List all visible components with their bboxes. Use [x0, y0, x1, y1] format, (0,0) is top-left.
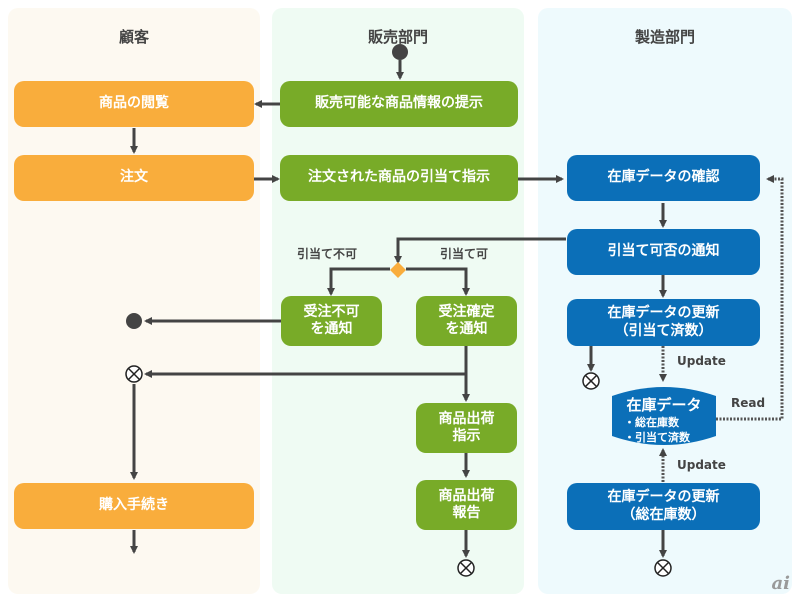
flow-end-icon	[125, 365, 143, 383]
flow-end-icon	[654, 559, 672, 577]
flow-end-icon	[582, 372, 600, 390]
label-update-1: Update	[677, 354, 726, 368]
datastore-item: ・引当て済数	[624, 431, 690, 444]
node-notify-reject[interactable]: 受注不可 を通知	[281, 296, 382, 346]
dotted-read	[716, 175, 784, 421]
label-update-2: Update	[677, 458, 726, 472]
label-not-allocatable: 引当て不可	[297, 247, 358, 261]
label-allocatable: 引当て可	[440, 247, 489, 261]
datastore-title: 在庫データ	[626, 396, 702, 414]
arrow-decision-to-confirm	[406, 267, 470, 296]
arrow-notify-to-decision	[394, 237, 566, 264]
label-read: Read	[731, 396, 766, 410]
lane-title-customer: 顧客	[118, 28, 149, 46]
datastore-item: ・総在庫数	[624, 416, 679, 429]
node-purchase[interactable]: 購入手続き	[14, 483, 254, 529]
node-check-stock[interactable]: 在庫データの確認	[567, 155, 760, 201]
node-present[interactable]: 販売可能な商品情報の提示	[280, 81, 518, 127]
flow-end-icon	[457, 559, 475, 577]
node-update-total[interactable]: 在庫データの更新 （総在庫数）	[567, 483, 760, 530]
node-ship-report[interactable]: 商品出荷 報告	[416, 480, 517, 530]
datastore-shape	[612, 387, 716, 445]
node-update-allocated[interactable]: 在庫データの更新 （引当て済数）	[567, 299, 760, 346]
node-notify-confirm[interactable]: 受注確定 を通知	[416, 296, 517, 346]
initial-node-icon	[392, 44, 408, 60]
node-ship-instruct[interactable]: 商品出荷 指示	[416, 403, 517, 453]
node-allocate-instruct[interactable]: 注文された商品の引当て指示	[280, 155, 518, 201]
node-browse[interactable]: 商品の閲覧	[14, 81, 254, 127]
final-node-icon	[126, 313, 142, 329]
lane-title-sales: 販売部門	[367, 28, 428, 46]
decision-diamond-icon	[390, 262, 406, 278]
node-order[interactable]: 注文	[14, 155, 254, 201]
logo: ai	[771, 573, 790, 594]
arrow-decision-to-reject	[327, 267, 390, 296]
lane-title-manufacturing: 製造部門	[634, 28, 695, 46]
datastore-inventory[interactable]: 在庫データ ・総在庫数 ・引当て済数	[612, 384, 716, 448]
node-notify-result[interactable]: 引当て可否の通知	[567, 229, 760, 275]
